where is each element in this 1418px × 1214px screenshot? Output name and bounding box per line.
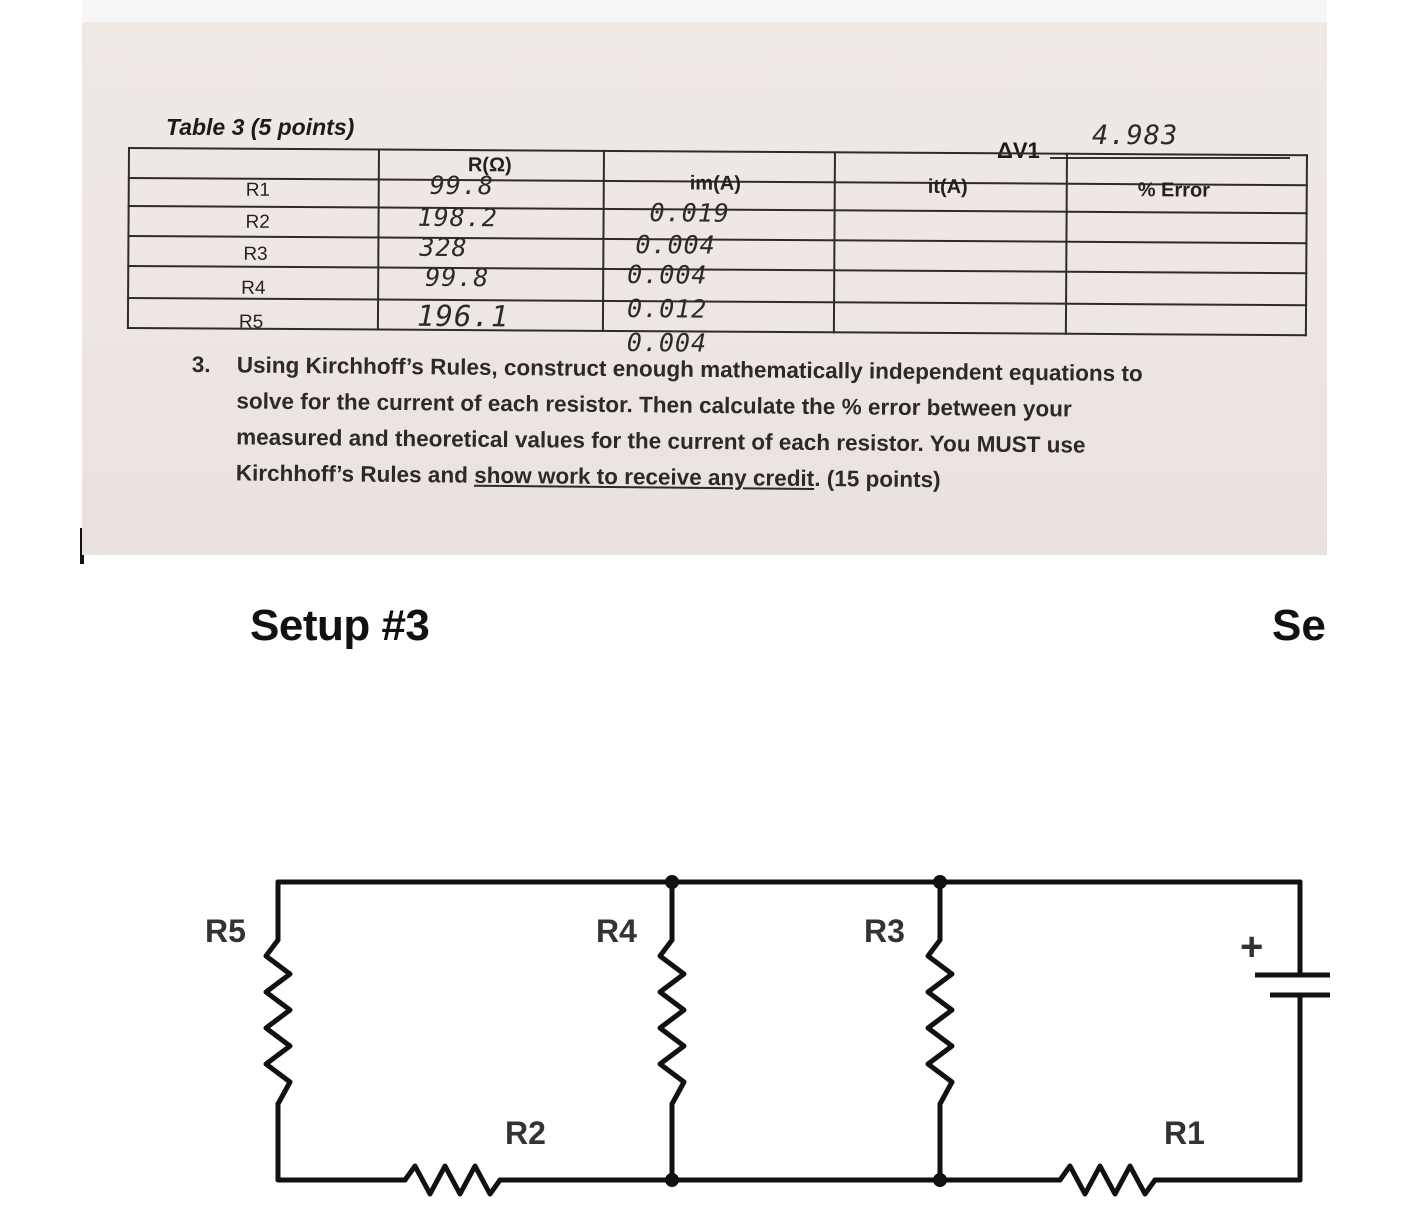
worksheet-photo: Table 3 (5 points) ΔV1 4.983 R(Ω) im(A) … xyxy=(82,22,1327,555)
r4-resistor-zigzag xyxy=(657,937,687,1107)
row-label-r5: R5 xyxy=(238,311,264,333)
question-line-4-end: . (15 points) xyxy=(814,465,941,493)
question-number: 3. xyxy=(191,351,211,378)
row-label-r2: R2 xyxy=(245,211,270,233)
r2-resistor-zigzag xyxy=(402,1163,503,1197)
resistance-r2: 198.2 xyxy=(417,202,498,233)
table-row-line xyxy=(127,234,1308,245)
row-label-r3: R3 xyxy=(243,243,268,265)
header-percent-error: % Error xyxy=(1137,179,1211,202)
junction-dot xyxy=(665,1173,679,1187)
measured-current-r1: 0.019 xyxy=(649,198,730,228)
delta-v-underline xyxy=(1050,157,1290,159)
table-col-line xyxy=(126,147,130,330)
next-setup-title-fragment: Se xyxy=(1272,601,1326,650)
r5-resistor-zigzag xyxy=(263,937,293,1107)
measured-current-r2: 0.004 xyxy=(635,230,716,260)
label-r3: R3 xyxy=(864,913,905,949)
question-underlined-text: show work to receive any credit xyxy=(474,462,815,491)
table-row-line xyxy=(127,296,1308,307)
setup-title: Setup #3 xyxy=(250,601,430,650)
table-bottom-border xyxy=(126,326,1307,337)
header-theoretical-current: it(A) xyxy=(927,175,968,199)
resistance-r4: 99.8 xyxy=(425,262,490,293)
row-label-r1: R1 xyxy=(245,179,271,201)
label-r4: R4 xyxy=(596,913,637,949)
table-col-line xyxy=(1304,154,1308,337)
label-r5: R5 xyxy=(205,913,246,949)
measured-current-r3: 0.004 xyxy=(627,260,708,290)
table-row-line xyxy=(127,264,1308,275)
delta-v-value: 4.983 xyxy=(1092,120,1179,151)
question-line-4-start: Kirchhoff’s Rules and xyxy=(235,460,475,488)
header-measured-current: im(A) xyxy=(689,172,741,195)
table-caption: Table 3 (5 points) xyxy=(166,114,355,140)
measured-current-r4: 0.012 xyxy=(626,294,708,324)
r3-resistor-zigzag xyxy=(925,937,955,1107)
circuit-diagram: R5 R4 R3 R2 R1 + xyxy=(205,875,1330,1197)
delta-v-label: ΔV1 xyxy=(997,138,1040,163)
table-col-line xyxy=(1064,152,1068,335)
junction-dot xyxy=(665,875,679,889)
r1-resistor-zigzag xyxy=(1057,1163,1158,1197)
battery-plus-sign: + xyxy=(1240,925,1263,969)
row-label-r4: R4 xyxy=(241,277,266,299)
label-r2: R2 xyxy=(505,1115,546,1151)
junction-dot xyxy=(933,875,947,889)
resistance-r3: 328 xyxy=(419,232,468,263)
question-3: 3. Using Kirchhoff’s Rules, construct en… xyxy=(191,347,1312,502)
data-table: R(Ω) im(A) it(A) % Error R1 R2 R3 R4 R5 … xyxy=(126,147,1318,364)
table-col-line xyxy=(832,151,836,334)
table-col-line xyxy=(376,148,380,331)
label-r1: R1 xyxy=(1164,1115,1205,1151)
resistance-r1: 99.8 xyxy=(429,170,495,201)
photo-top-strip xyxy=(82,0,1327,22)
table-col-line xyxy=(601,149,605,332)
resistance-r5: 196.1 xyxy=(416,298,510,334)
junction-dot xyxy=(933,1173,947,1187)
